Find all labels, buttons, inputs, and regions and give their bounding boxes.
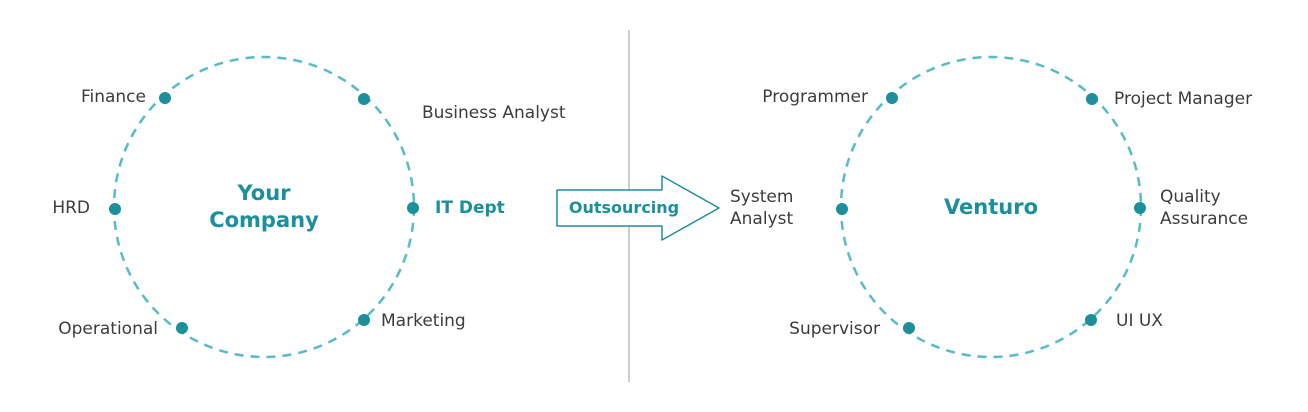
label-system-analyst: System Analyst [730,187,794,229]
node-dot-hrd [109,203,121,215]
outsourcing-arrow [556,175,720,241]
label-supervisor: Supervisor [789,319,880,339]
node-dot-marketing [358,314,370,326]
node-dot-operational [176,322,188,334]
label-ui-ux: UI UX [1116,311,1163,331]
label-finance: Finance [80,87,146,107]
node-dot-finance [159,92,171,104]
label-business-analyst: Business Analyst [422,103,566,123]
node-dot-supervisor [903,322,915,334]
node-dot-programmer [886,92,898,104]
label-marketing: Marketing [381,311,466,331]
node-dot-quality-assurance [1134,202,1146,214]
label-it-dept: IT Dept [435,198,505,218]
node-dot-ui-ux [1085,314,1097,326]
label-programmer: Programmer [762,87,868,107]
label-hrd: HRD [52,198,90,218]
node-dot-project-manager [1086,93,1098,105]
label-operational: Operational [58,319,158,339]
node-dot-business-analyst [358,93,370,105]
label-project-manager: Project Manager [1114,89,1253,109]
node-dot-it-dept [407,202,419,214]
right-center-label: Venturo [943,195,1039,219]
node-dot-system-analyst [836,203,848,215]
left-center-label: Your Company [209,181,319,232]
label-quality-assurance: Quality Assurance [1160,187,1249,229]
outsourcing-label: Outsourcing [568,198,680,217]
